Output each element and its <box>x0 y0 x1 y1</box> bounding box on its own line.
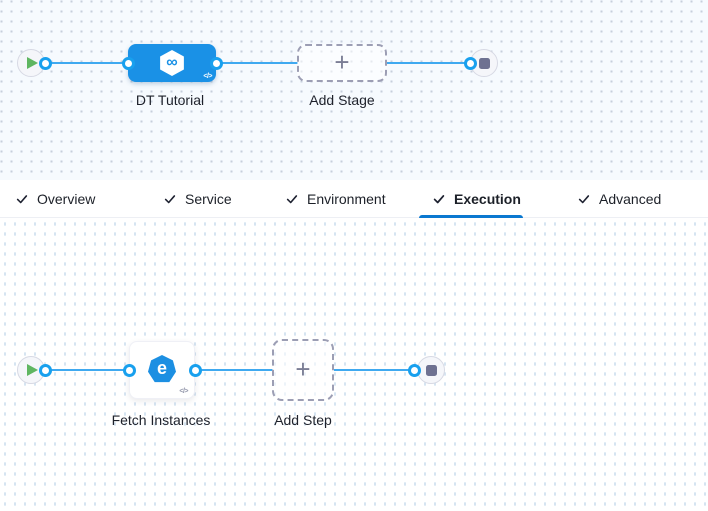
edge-line <box>45 62 129 64</box>
connector-port[interactable] <box>464 57 477 70</box>
check-icon <box>286 195 298 204</box>
stage-node-dt-tutorial[interactable]: ∞ </> <box>128 44 216 82</box>
hexagon-infinity-icon: ∞ <box>160 50 184 76</box>
tab-execution[interactable]: Execution <box>419 180 523 218</box>
tab-label: Overview <box>37 191 96 207</box>
tab-environment[interactable]: Environment <box>285 180 386 218</box>
connector-port[interactable] <box>39 57 52 70</box>
code-icon[interactable]: </> <box>179 388 188 395</box>
connector-port[interactable] <box>189 364 202 377</box>
execution-graph-canvas <box>0 219 708 511</box>
edge-line <box>334 369 410 371</box>
check-icon <box>164 195 176 204</box>
tab-label: Environment <box>307 191 386 207</box>
connector-port[interactable] <box>210 57 223 70</box>
tab-label: Execution <box>454 191 521 207</box>
play-icon <box>27 364 38 376</box>
stop-icon <box>425 364 437 376</box>
stage-tab-bar: Overview Service Environment Execution A… <box>0 180 708 218</box>
fetch-instances-icon: e <box>148 355 176 383</box>
edge-line <box>45 369 130 371</box>
execution-end-node <box>417 356 445 384</box>
stage-node-label: DT Tutorial <box>135 92 205 108</box>
tab-label: Advanced <box>599 191 662 207</box>
connector-port[interactable] <box>122 57 135 70</box>
tab-advanced[interactable]: Advanced <box>577 180 661 218</box>
add-step-label: Add Step <box>274 412 332 428</box>
add-stage-label: Add Stage <box>309 92 375 108</box>
connector-port[interactable] <box>408 364 421 377</box>
check-icon <box>433 195 445 204</box>
play-icon <box>27 57 38 69</box>
add-stage-button[interactable]: + <box>297 44 387 82</box>
check-icon <box>16 195 28 204</box>
edge-line <box>195 369 273 371</box>
infinity-glyph: ∞ <box>166 53 178 71</box>
tab-overview[interactable]: Overview <box>15 180 95 218</box>
plus-icon: + <box>295 354 311 384</box>
fetch-glyph: e <box>156 358 167 378</box>
stop-icon <box>478 57 490 69</box>
edge-line <box>216 62 298 64</box>
stage-graph-canvas: ∞ </> + DT Tutorial Add Stage <box>0 0 708 180</box>
tab-label: Service <box>185 191 232 207</box>
tab-service[interactable]: Service <box>163 180 232 218</box>
connector-port[interactable] <box>39 364 52 377</box>
connector-port[interactable] <box>123 364 136 377</box>
add-step-button[interactable]: + <box>272 339 334 401</box>
step-node-fetch-instances[interactable]: e </> <box>129 341 195 399</box>
plus-icon: + <box>334 47 350 77</box>
code-icon[interactable]: </> <box>203 73 212 80</box>
check-icon <box>578 195 590 204</box>
edge-line <box>387 62 465 64</box>
step-node-label: Fetch Instances <box>111 412 211 428</box>
